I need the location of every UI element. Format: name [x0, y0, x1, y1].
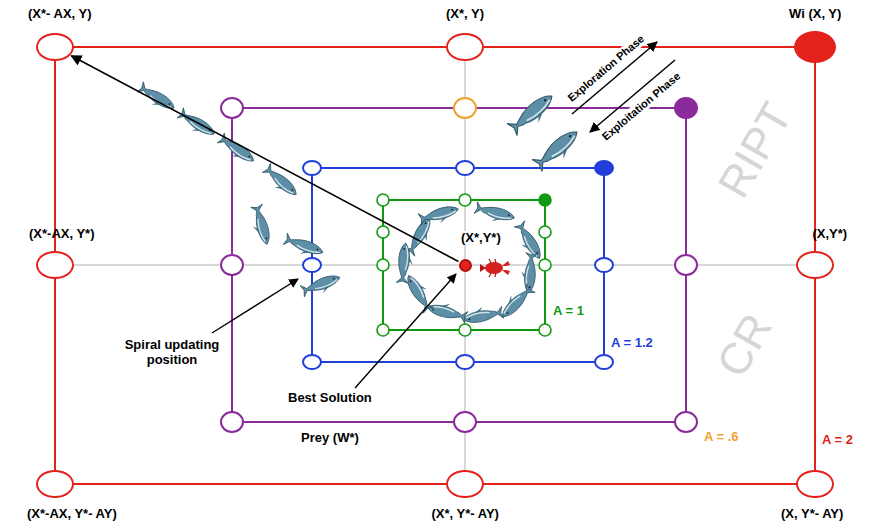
position-circle [459, 194, 471, 206]
position-circle [454, 412, 476, 432]
leader-arrow [355, 274, 456, 388]
whale [396, 243, 414, 284]
position-circle [595, 258, 613, 272]
search-region: A = .6A = 1.2A = 1(X*,Y*) [232, 108, 686, 422]
coefficient-label: A = 1 [553, 304, 584, 319]
coordinate-label: (X*,Y*) [459, 231, 503, 246]
position-circle [221, 98, 243, 118]
region-outline [232, 108, 686, 422]
watermark: RIPT [708, 94, 802, 206]
prey-figure [480, 259, 510, 277]
coordinate-label: Wi (X, Y) [789, 7, 841, 22]
prey-claw [502, 270, 510, 275]
watermark: CR [707, 305, 783, 385]
whale [300, 272, 343, 300]
coordinate-label: (X*-AX, Y*) [29, 227, 95, 242]
prey-legs [489, 259, 496, 277]
position-circle [595, 161, 613, 175]
coefficient-label: A = .6 [704, 430, 739, 445]
callout-label: Prey (W*) [301, 431, 359, 446]
position-circle: (X*-AX, Y*- AY) [36, 470, 74, 498]
search-region: A = 1(X*,Y*) [383, 200, 545, 330]
phase-label: Exploration Phase [564, 31, 648, 105]
callout-label: Spiral updating position [114, 338, 230, 368]
region-outline [312, 168, 604, 362]
position-circle [303, 161, 321, 175]
whale [248, 204, 273, 247]
guide-line [55, 265, 815, 266]
position-circle: Wi (X, Y) [794, 31, 836, 63]
coefficient-label: A = 1.2 [611, 336, 653, 351]
whale [282, 233, 325, 261]
position-circle [595, 355, 613, 369]
position-circle [675, 412, 697, 432]
prey-claw [502, 261, 510, 266]
search-path-arrow [71, 56, 458, 262]
phase-label: Exploitation Phase [598, 68, 684, 144]
coordinate-label: (X*-AX, Y*- AY) [27, 507, 117, 522]
position-circle [456, 355, 474, 369]
search-region: A = 2A = .6A = 1.2A = 1(X*,Y*)(X*- AX, Y… [55, 47, 815, 484]
whale [403, 271, 436, 313]
coordinate-label: (X, Y*- AY) [781, 507, 843, 522]
position-circle [303, 258, 321, 272]
position-circle [377, 324, 389, 336]
position-circle: (X*-AX, Y*) [36, 251, 74, 279]
coefficient-label: A = 2 [822, 433, 853, 448]
position-circle [377, 259, 389, 271]
position-circle [459, 324, 471, 336]
position-circle [675, 255, 697, 275]
position-circle: (X,Y*) [796, 251, 834, 279]
position-circle [539, 324, 551, 336]
whale [512, 221, 545, 263]
position-circle: (X*, Y) [446, 33, 484, 61]
position-circle [221, 412, 243, 432]
position-circle [221, 255, 243, 275]
whale [418, 203, 461, 228]
coordinate-label: (X*, Y*- AY) [432, 507, 499, 522]
position-circle [539, 194, 551, 206]
position-circle [539, 226, 551, 238]
callout-label: Best Solution [288, 391, 372, 406]
position-circle [377, 194, 389, 206]
region-outline [383, 200, 545, 330]
whale [462, 303, 504, 325]
whale [135, 82, 177, 116]
best-solution-dot: (X*,Y*) [459, 259, 472, 272]
leader-arrow [212, 279, 298, 333]
position-circle [303, 355, 321, 369]
whale [473, 202, 516, 227]
search-region: A = 1.2A = 1(X*,Y*) [312, 168, 604, 362]
region-outline [55, 47, 815, 484]
whale [507, 90, 559, 138]
coordinate-label: (X*- AX, Y) [28, 7, 92, 22]
coordinate-label: (X,Y*) [813, 227, 848, 242]
position-circle: (X*- AX, Y) [36, 33, 74, 61]
position-circle [454, 98, 476, 118]
position-circle: (X*, Y*- AY) [446, 470, 484, 498]
position-circle: (X, Y*- AY) [796, 470, 834, 498]
prey-tail [480, 264, 486, 272]
position-circle [377, 226, 389, 238]
whale [260, 163, 300, 201]
coordinate-label: (X*, Y) [446, 7, 484, 22]
whale [175, 108, 217, 142]
position-circle [539, 259, 551, 271]
position-circle [675, 98, 697, 118]
whale [532, 126, 584, 174]
position-circle [456, 161, 474, 175]
prey-body [485, 262, 503, 274]
whale [426, 298, 469, 323]
